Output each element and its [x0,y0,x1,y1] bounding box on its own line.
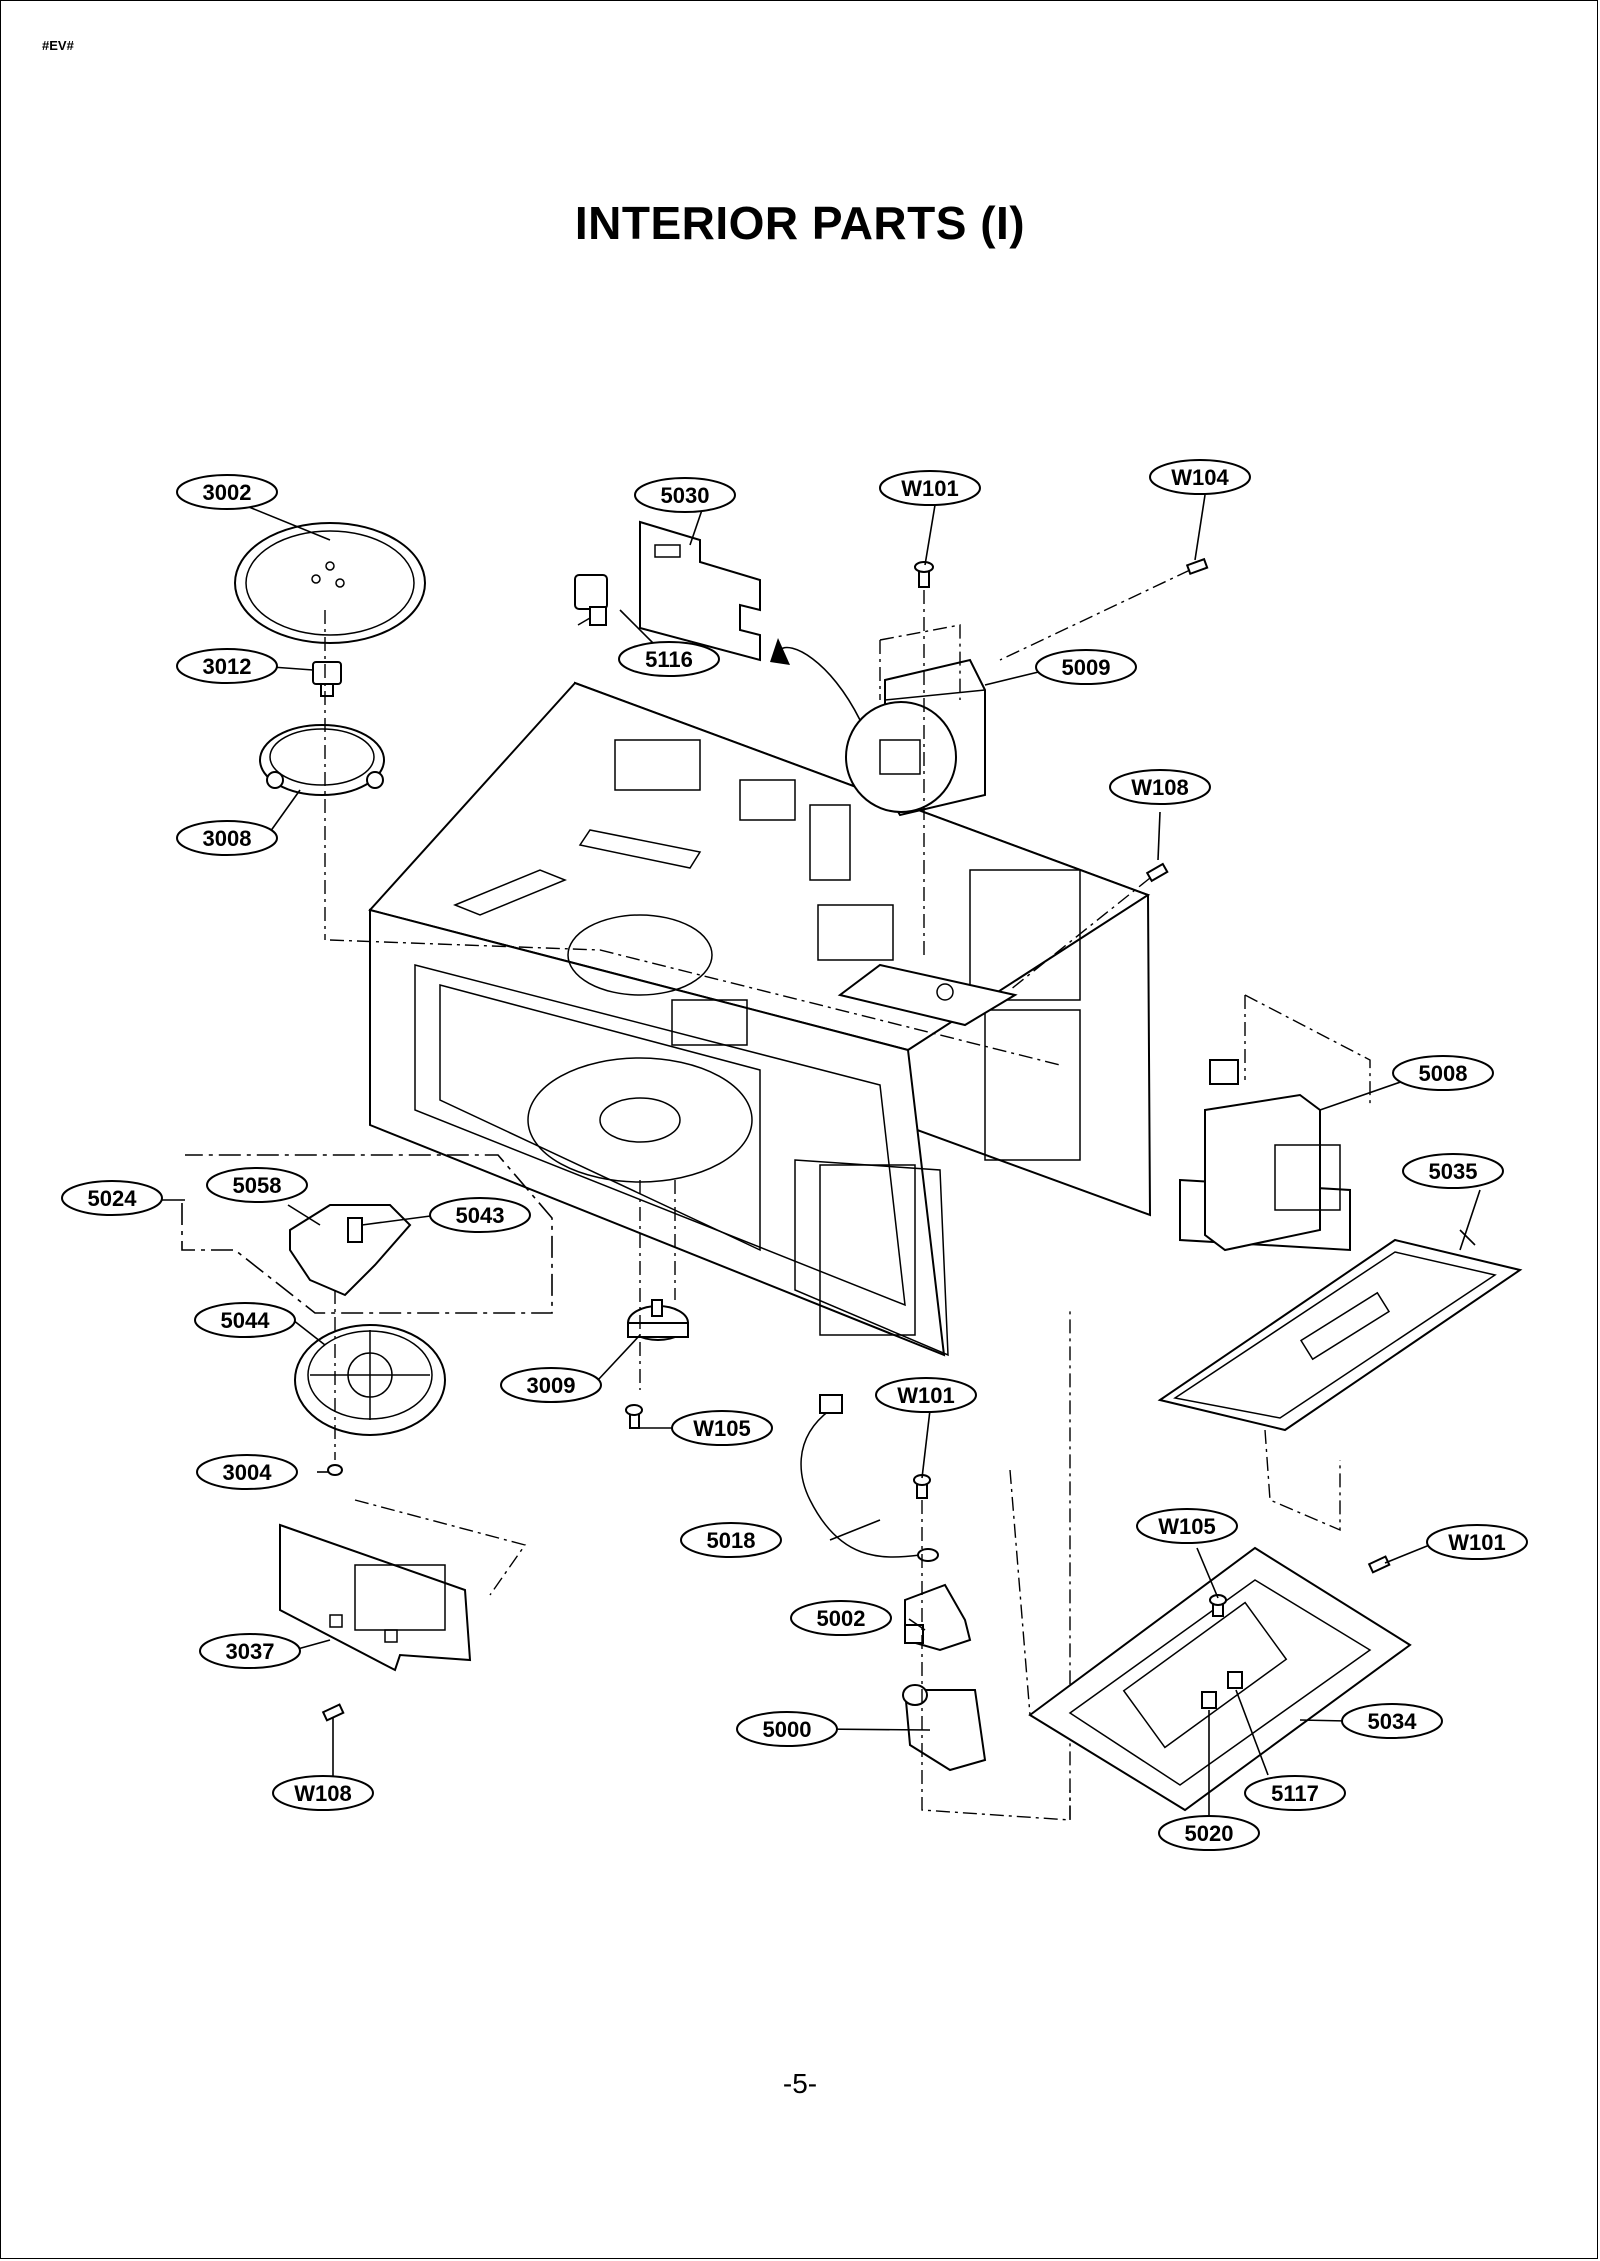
label-5117-text: 5117 [1271,1781,1319,1806]
wire-5018 [800,1394,939,1562]
label-3009-text: 3009 [527,1373,576,1398]
label-5116-text: 5116 [645,647,693,672]
label-5116: 5116 [618,641,720,677]
coupler-3012 [312,661,342,697]
screw-w101-mid [913,1474,931,1499]
label-5030: 5030 [634,477,736,513]
sensor-5117 [1227,1671,1243,1689]
label-5000: 5000 [736,1711,838,1747]
screw-w101-top [914,561,934,588]
label-w101-right-text: W101 [1448,1530,1505,1555]
label-w108-right-text: W108 [1131,775,1188,800]
label-w101-mid-text: W101 [897,1383,954,1408]
label-5008-text: 5008 [1419,1061,1468,1086]
label-w108-left: W108 [272,1775,374,1811]
label-3009: 3009 [500,1367,602,1403]
screw-w104 [1185,557,1209,576]
label-5043: 5043 [429,1197,531,1233]
label-3037-text: 3037 [226,1639,275,1664]
part-number-labels: 3002 5030 W101 W104 3012 5116 5009 3008 … [61,459,1528,1851]
screw-w101-right [1367,1555,1391,1574]
label-w105-left: W105 [671,1410,773,1446]
cavity-assembly [368,681,1152,1357]
label-3002-text: 3002 [203,480,252,505]
page-title: INTERIOR PARTS (I) [574,197,1026,249]
label-3012: 3012 [176,648,278,684]
label-5034: 5034 [1341,1703,1443,1739]
screw-w105-left [625,1404,643,1429]
label-w105-left-text: W105 [693,1416,750,1441]
roller-ring-3008 [259,724,385,796]
label-5058: 5058 [206,1167,308,1203]
bracket-5030 [639,520,761,662]
washer-3004 [327,1464,343,1476]
label-w108-left-text: W108 [294,1781,351,1806]
thermostat-5116 [574,574,608,626]
label-5030-text: 5030 [661,483,710,508]
stirrer-cover-5044 [294,1324,446,1436]
leader-lines [243,494,1481,1817]
label-w105-right: W105 [1136,1508,1238,1544]
label-w104: W104 [1149,459,1251,495]
label-w104-text: W104 [1171,465,1229,490]
label-5043-text: 5043 [456,1203,505,1228]
label-5024: 5024 [61,1180,163,1216]
label-5002: 5002 [790,1600,892,1636]
label-5020: 5020 [1158,1815,1260,1851]
screw-w105-right [1209,1594,1227,1617]
label-w101-right: W101 [1426,1524,1528,1560]
cover-3037 [279,1523,472,1672]
label-w105-right-text: W105 [1158,1514,1215,1539]
bracket-5002 [904,1583,972,1652]
label-5018: 5018 [680,1522,782,1558]
label-5008: 5008 [1392,1055,1494,1091]
label-5044: 5044 [194,1302,296,1338]
label-5009-text: 5009 [1062,655,1111,680]
label-3037: 3037 [199,1633,301,1669]
bottom-plate-5034 [1028,1546,1412,1812]
label-3008: 3008 [176,820,278,856]
label-5000-text: 5000 [763,1717,812,1742]
label-5020-text: 5020 [1185,1821,1234,1846]
motor-3009 [627,1299,689,1341]
label-3004-text: 3004 [223,1460,273,1485]
label-w108-right: W108 [1109,769,1211,805]
glass-tray-3002 [234,522,426,644]
stirrer-fan-5058 [289,1204,412,1297]
label-3008-text: 3008 [203,826,252,851]
label-w101-top-text: W101 [901,476,958,501]
page-number: -5- [782,2068,818,2099]
label-5035: 5035 [1402,1153,1504,1189]
label-3002: 3002 [176,474,278,510]
label-5117: 5117 [1244,1775,1346,1811]
plate-5035 [1157,1238,1523,1432]
corner-tag: #EV# [42,38,74,53]
label-3012-text: 3012 [203,654,252,679]
screw-w108-right [1145,862,1169,883]
magnetron-5009 [845,658,986,817]
label-5034-text: 5034 [1368,1709,1418,1734]
label-5035-text: 5035 [1429,1159,1478,1184]
screw-w108-left [321,1703,345,1722]
label-5058-text: 5058 [233,1173,282,1198]
label-5009: 5009 [1035,649,1137,685]
sensor-5020 [1201,1691,1217,1709]
label-5024-text: 5024 [88,1186,138,1211]
label-3004: 3004 [196,1454,298,1490]
label-5044-text: 5044 [221,1308,271,1333]
label-w101-top: W101 [879,470,981,506]
label-w101-mid: W101 [875,1377,977,1413]
transformer-5008 [1179,1059,1351,1252]
label-5018-text: 5018 [707,1528,756,1553]
label-5002-text: 5002 [817,1606,866,1631]
lamp-5000 [902,1684,987,1772]
